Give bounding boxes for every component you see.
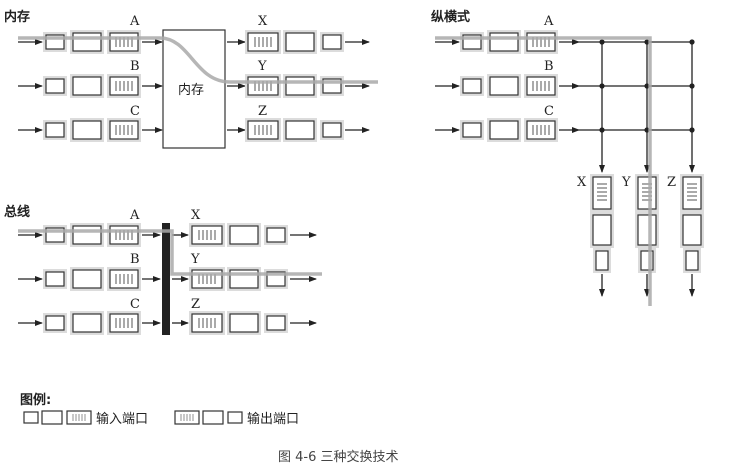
memory-box-label: 内存 xyxy=(178,82,204,98)
memory-input-port-c-medium-box xyxy=(72,120,102,140)
bus-input-label-c: C xyxy=(130,297,140,312)
crossbar-highlight-path xyxy=(435,36,652,306)
crossbar-output-port-z-medium-box xyxy=(682,214,702,246)
legend-output-small-box xyxy=(227,411,243,424)
legend-title: 图例: xyxy=(20,392,51,408)
crosspoint-dot xyxy=(599,39,605,45)
bus-output-label-z: Z xyxy=(191,297,200,312)
legend-input-port-label: 输入端口 xyxy=(96,411,148,427)
crosspoint-dot xyxy=(689,39,695,45)
memory-highlight-path xyxy=(18,36,378,84)
crossbar-input-port-b-medium-box xyxy=(489,76,519,96)
bus-output-port-z-small-box xyxy=(266,315,286,331)
crossbar-input-port-c-medium-box xyxy=(489,120,519,140)
memory-input-label-b: B xyxy=(130,59,140,74)
shared-bus-bar xyxy=(162,223,170,335)
crossbar-input-label-a: A xyxy=(543,14,554,29)
crossbar-output-label-z: Z xyxy=(667,175,676,190)
shared-memory-box xyxy=(162,29,226,149)
bus-output-label-y: Y xyxy=(190,252,200,267)
memory-output-port-z-medium-box xyxy=(285,120,315,140)
crossbar-output-port-y-buffer xyxy=(637,176,657,210)
legend-output-port-label: 输出端口 xyxy=(247,411,299,427)
bus-output-port-z-medium-box xyxy=(229,313,259,333)
crosspoint-dot xyxy=(689,83,695,89)
crossbar-input-label-c: C xyxy=(544,104,554,119)
crossbar-output-port-x-small-box xyxy=(595,250,609,271)
bus-output-port-x-small-box xyxy=(266,227,286,243)
memory-output-label-y: Y xyxy=(257,59,267,74)
memory-output-port-y-medium-box xyxy=(285,76,315,96)
crossbar-output-label-x: X xyxy=(577,175,587,190)
memory-input-port-c-small-box xyxy=(45,122,65,138)
memory-output-label-z: Z xyxy=(258,104,267,119)
bus-input-label-a: A xyxy=(129,208,140,223)
legend-input-small-box xyxy=(23,411,39,424)
memory-input-port-b-small-box xyxy=(45,78,65,94)
memory-input-label-a: A xyxy=(129,14,140,29)
bus-panel-title: 总线 xyxy=(4,204,30,220)
crosspoint-dot xyxy=(599,83,605,89)
crosspoint-dot xyxy=(689,127,695,133)
crosspoint-dot xyxy=(599,127,605,133)
bus-input-port-b-small-box xyxy=(45,271,65,287)
crossbar-output-port-x-medium-box xyxy=(592,214,612,246)
memory-output-port-x-small-box xyxy=(322,34,342,50)
bus-input-port-c-small-box xyxy=(45,315,65,331)
legend-output-medium-box xyxy=(202,410,224,425)
crossbar-output-port-y-medium-box xyxy=(637,214,657,246)
bus-highlight-path xyxy=(18,229,322,276)
bus-output-port-x-medium-box xyxy=(229,225,259,245)
crossbar-panel-title: 纵横式 xyxy=(431,9,470,25)
crossbar-input-label-b: B xyxy=(544,59,554,74)
memory-input-port-b-medium-box xyxy=(72,76,102,96)
crossbar-output-port-x-buffer xyxy=(592,176,612,210)
figure-caption: 图 4-6 三种交换技术 xyxy=(278,449,399,465)
bus-input-label-b: B xyxy=(130,252,140,267)
crossbar-output-port-z-buffer xyxy=(682,176,702,210)
crossbar-output-label-y: Y xyxy=(621,175,631,190)
crossbar-input-port-b-small-box xyxy=(462,78,482,94)
crossbar-input-port-c-small-box xyxy=(462,122,482,138)
memory-output-port-x-medium-box xyxy=(285,32,315,52)
memory-input-label-c: C xyxy=(130,104,140,119)
bus-input-port-b-medium-box xyxy=(72,269,102,289)
crossbar-output-port-z-small-box xyxy=(685,250,699,271)
memory-output-port-z-small-box xyxy=(322,122,342,138)
legend-input-medium-box xyxy=(41,410,63,425)
memory-panel-title: 内存 xyxy=(4,9,30,25)
memory-input-port-a-medium-box xyxy=(72,32,102,52)
bus-input-port-c-medium-box xyxy=(72,313,102,333)
bus-input-port-a-medium-box xyxy=(72,225,102,245)
memory-output-label-x: X xyxy=(258,14,268,29)
bus-output-label-x: X xyxy=(191,208,201,223)
crossbar-input-port-a-medium-box xyxy=(489,32,519,52)
